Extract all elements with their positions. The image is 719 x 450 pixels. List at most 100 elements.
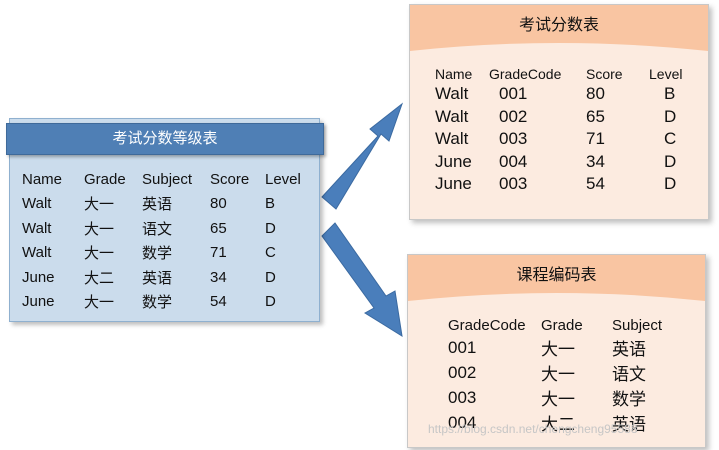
cell: 语文 xyxy=(612,365,646,384)
course-table-header-shape xyxy=(408,255,705,301)
cell: 34 xyxy=(210,268,227,286)
cell: Walt xyxy=(435,129,469,149)
table-row: 003 大一 数学 xyxy=(448,385,662,410)
course-table-panel: 课程编码表 GradeCode Grade Subject 001 大一 英语 … xyxy=(407,254,706,448)
cell: 语文 xyxy=(142,220,173,238)
cell: 大一 xyxy=(84,220,115,238)
cell: Walt xyxy=(22,195,52,213)
cell: 54 xyxy=(210,293,227,311)
cell: 003 xyxy=(499,174,528,194)
cell: 003 xyxy=(448,387,477,407)
cell: 数学 xyxy=(612,390,646,409)
table-row: June 004 34 D xyxy=(435,151,682,174)
cell: D xyxy=(265,293,276,311)
cell: 大一 xyxy=(541,365,575,384)
cell: 大二 xyxy=(541,415,575,434)
cell: 数学 xyxy=(142,245,173,263)
cell: 71 xyxy=(586,129,605,149)
score-table-title: 考试分数表 xyxy=(518,17,599,34)
cell: 002 xyxy=(448,362,477,382)
table-row: Walt 大一 数学 71 C xyxy=(22,241,301,266)
col-header-gradecode: GradeCode xyxy=(448,317,526,334)
watermark: https://blog.csdn.net/chengcheng95588 xyxy=(428,422,638,436)
col-header-level: Level xyxy=(649,66,683,82)
cell: Walt xyxy=(435,106,469,126)
cell: 001 xyxy=(448,337,477,357)
col-header-name: Name xyxy=(22,170,63,188)
col-header-score: Score xyxy=(586,66,623,82)
table-row: 004 大二 英语 xyxy=(448,410,662,435)
course-table-header-row: GradeCode Grade Subject xyxy=(448,316,662,335)
table-row: Walt 大一 英语 80 B xyxy=(22,192,301,217)
cell: 大一 xyxy=(84,196,115,214)
cell: 英语 xyxy=(612,340,646,359)
cell: 003 xyxy=(499,129,528,149)
cell: B xyxy=(664,84,676,104)
cell: June xyxy=(22,268,55,286)
cell: 英语 xyxy=(142,196,173,214)
cell: 54 xyxy=(586,174,605,194)
cell: 大二 xyxy=(84,269,115,287)
cell: June xyxy=(22,293,55,311)
cell: 65 xyxy=(586,106,605,126)
table-row: June 大一 数学 54 D xyxy=(22,290,301,315)
cell: 004 xyxy=(448,412,477,432)
course-table: GradeCode Grade Subject 001 大一 英语 002 大一… xyxy=(448,316,662,435)
cell: Walt xyxy=(22,219,52,237)
cell: 大一 xyxy=(541,340,575,359)
col-header-score: Score xyxy=(210,170,250,188)
cell: 大一 xyxy=(84,245,115,263)
cell: D xyxy=(664,174,677,194)
col-header-subject: Subject xyxy=(142,170,193,188)
cell: C xyxy=(664,129,677,149)
cell: 65 xyxy=(210,219,227,237)
col-header-grade: Grade xyxy=(541,317,583,334)
col-header-gradecode: GradeCode xyxy=(489,66,562,82)
cell: D xyxy=(265,219,276,237)
table-row: June 大二 英语 34 D xyxy=(22,265,301,290)
score-table-header-shape xyxy=(410,5,708,51)
cell: 英语 xyxy=(142,269,173,287)
table-row: Walt 大一 语文 65 D xyxy=(22,216,301,241)
source-table-header-row: Name Grade Subject Score Level xyxy=(22,167,301,192)
cell: D xyxy=(664,151,677,171)
cell: Walt xyxy=(22,244,52,262)
arrow-to-score-table xyxy=(321,102,404,210)
cell: 大一 xyxy=(541,390,575,409)
cell: 80 xyxy=(586,84,605,104)
score-table-header-row: Name GradeCode Score Level xyxy=(435,65,682,83)
source-table-panel: 考试分数等级表 Name Grade Subject Score Level W… xyxy=(6,118,324,322)
cell: 001 xyxy=(499,84,528,104)
cell: 大一 xyxy=(84,294,115,312)
table-row: Walt 002 65 D xyxy=(435,106,682,129)
cell: Walt xyxy=(435,84,469,104)
table-row: Walt 003 71 C xyxy=(435,128,682,151)
course-table-title: 课程编码表 xyxy=(516,267,597,284)
table-row: 001 大一 英语 xyxy=(448,335,662,360)
source-table: Name Grade Subject Score Level Walt 大一 英… xyxy=(22,167,301,314)
col-header-level: Level xyxy=(265,170,301,188)
cell: June xyxy=(435,151,472,171)
table-row: June 003 54 D xyxy=(435,173,682,196)
table-row: Walt 001 80 B xyxy=(435,83,682,106)
table-row: 002 大一 语文 xyxy=(448,360,662,385)
score-table-panel: 考试分数表 Name GradeCode Score Level Walt 00… xyxy=(409,4,709,220)
cell: 002 xyxy=(499,106,528,126)
cell: C xyxy=(265,244,276,262)
arrow-to-course-table xyxy=(321,222,403,337)
source-table-title: 考试分数等级表 xyxy=(6,123,324,155)
cell: D xyxy=(664,106,677,126)
cell: 71 xyxy=(210,244,227,262)
cell: 004 xyxy=(499,151,528,171)
cell: 数学 xyxy=(142,294,173,312)
col-header-grade: Grade xyxy=(84,170,126,188)
cell: June xyxy=(435,174,472,194)
cell: B xyxy=(265,195,276,213)
cell: D xyxy=(265,268,276,286)
cell: 80 xyxy=(210,195,227,213)
cell: 英语 xyxy=(612,415,646,434)
score-table: Name GradeCode Score Level Walt 001 80 B… xyxy=(435,65,682,196)
col-header-name: Name xyxy=(435,66,473,82)
col-header-subject: Subject xyxy=(612,317,663,334)
